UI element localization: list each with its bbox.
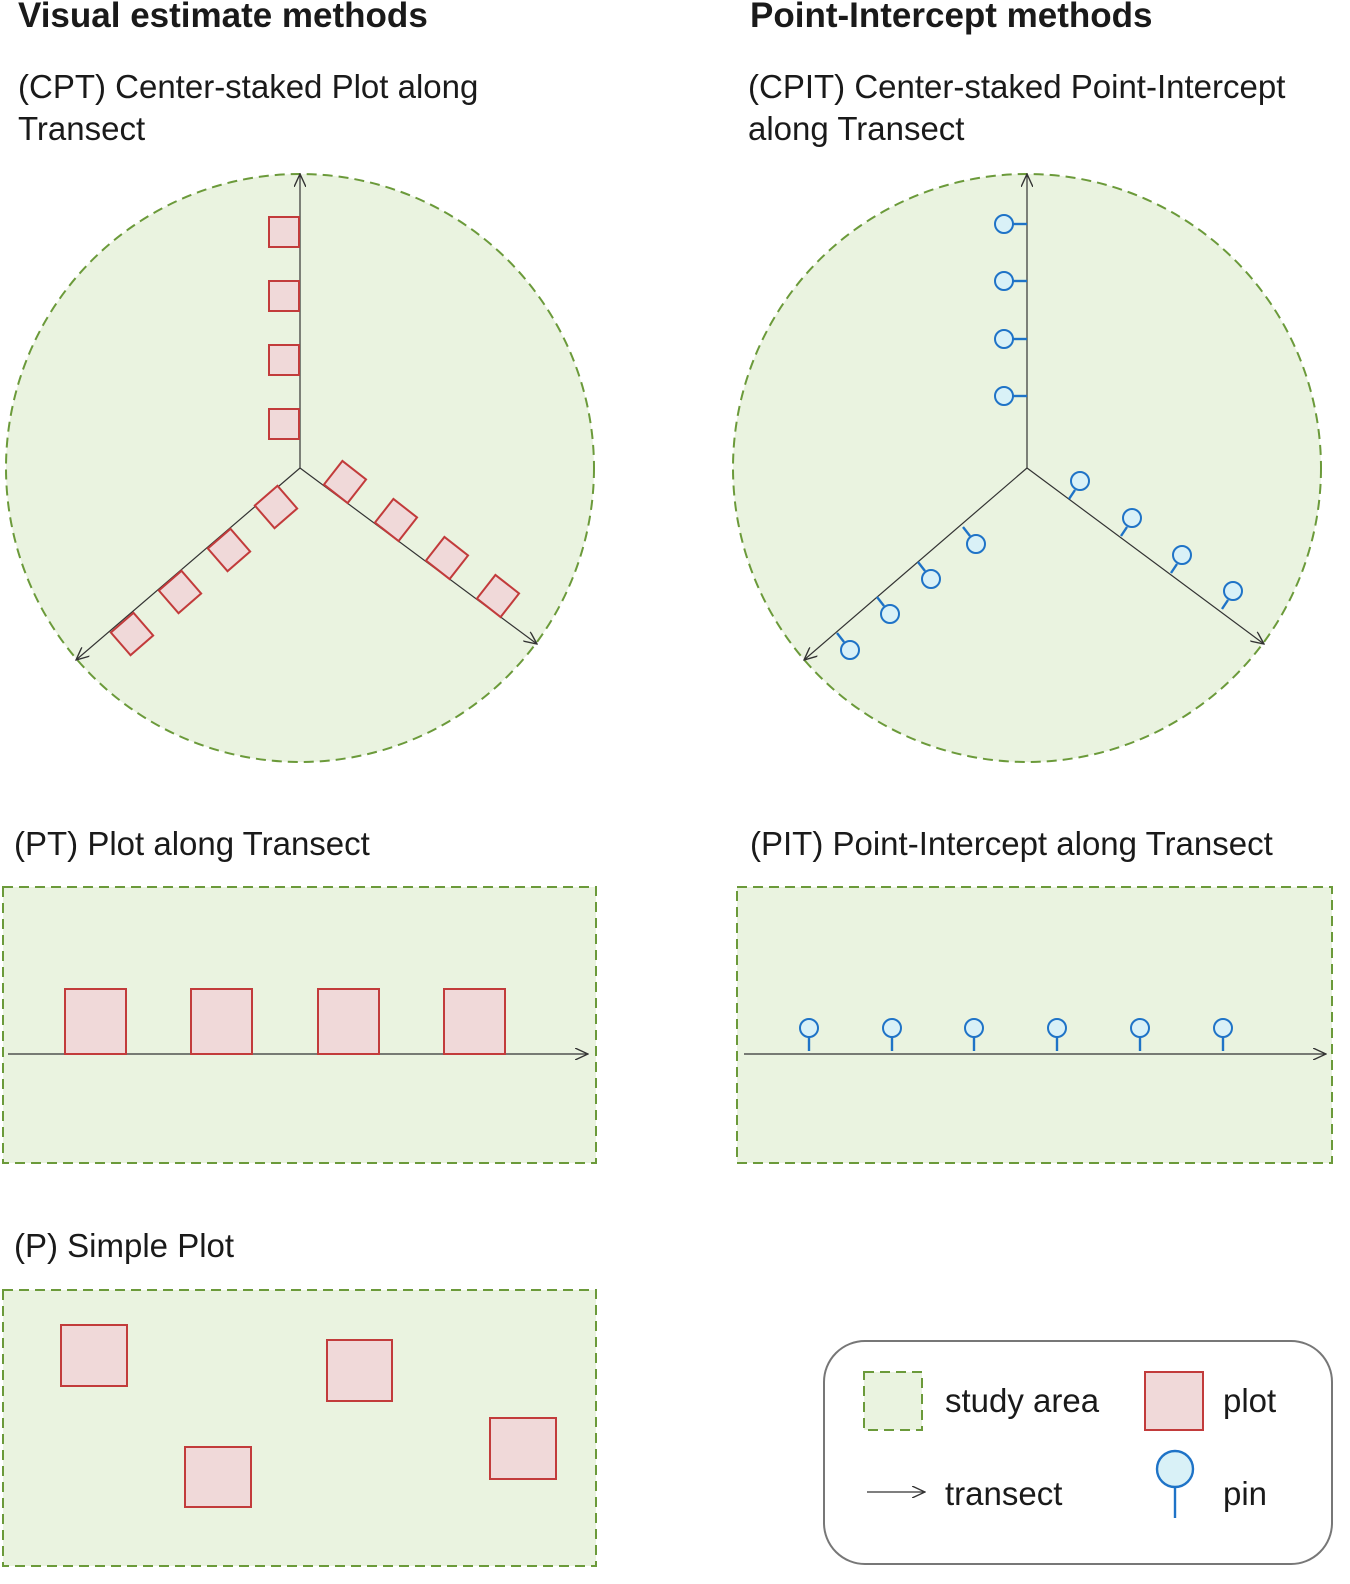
cpit-pin xyxy=(876,596,900,624)
cpit-panel xyxy=(732,173,1322,763)
cpt-panel xyxy=(5,173,595,763)
p-plot xyxy=(326,1339,393,1402)
p-plot xyxy=(184,1446,252,1508)
pt-plot xyxy=(64,988,127,1055)
visual-methods-heading: Visual estimate methods xyxy=(18,0,428,35)
pit-pin xyxy=(882,1018,902,1051)
pit-label: (PIT) Point-Intercept along Transect xyxy=(750,825,1273,862)
cpit-transect-southwest xyxy=(804,467,1028,660)
cpit-pin xyxy=(994,386,1027,406)
cpt-plot xyxy=(268,344,300,376)
cpt-plot xyxy=(322,459,368,505)
cpit-pin xyxy=(1120,508,1142,537)
cpt-plot xyxy=(424,535,470,581)
cpit-pin xyxy=(836,632,860,660)
cpt-plot xyxy=(157,569,203,615)
cpt-plot xyxy=(253,484,299,530)
pin-icon xyxy=(1155,1449,1195,1518)
p-plot xyxy=(489,1417,557,1480)
cpit-transect-southeast xyxy=(1026,467,1264,644)
cpit-pin xyxy=(1170,545,1192,574)
plot-swatch xyxy=(1144,1371,1204,1431)
cpt-plot xyxy=(268,216,300,248)
p-label: (P) Simple Plot xyxy=(14,1227,235,1264)
pt-label: (PT) Plot along Transect xyxy=(14,825,370,862)
cpit-pin xyxy=(994,329,1027,349)
pt-plot xyxy=(443,988,506,1055)
cpt-plot xyxy=(373,497,419,543)
cpt-plot xyxy=(268,280,300,312)
p-panel xyxy=(2,1289,597,1567)
legend-transect-label: transect xyxy=(945,1475,1063,1512)
pt-plot xyxy=(317,988,380,1055)
legend-study-area-label: study area xyxy=(945,1382,1100,1419)
pit-pin xyxy=(1047,1018,1067,1051)
p-plot xyxy=(60,1324,128,1387)
legend-plot-label: plot xyxy=(1223,1382,1277,1419)
cpt-label: (CPT) Center-staked Plot along Transect xyxy=(18,68,479,147)
pit-pin xyxy=(964,1018,984,1051)
legend-pin-label: pin xyxy=(1223,1475,1268,1512)
cpit-pin xyxy=(1068,471,1090,500)
cpit-pin xyxy=(962,526,986,554)
cpt-plot xyxy=(109,611,155,657)
pit-study-area xyxy=(736,886,1333,1164)
legend: study area plot transect pin xyxy=(823,1340,1333,1565)
point-intercept-methods-heading: Point-Intercept methods xyxy=(750,0,1153,35)
cpt-plot xyxy=(206,527,252,573)
cpt-plot xyxy=(475,573,521,619)
pit-panel xyxy=(736,886,1333,1164)
pit-pin xyxy=(1213,1018,1233,1051)
legend-swatches xyxy=(863,1371,1204,1518)
pt-panel xyxy=(2,886,597,1164)
cpit-pin xyxy=(1221,581,1243,610)
pt-plot xyxy=(190,988,253,1055)
study-area-swatch xyxy=(863,1371,923,1431)
cpt-plot xyxy=(268,408,300,440)
cpit-pin xyxy=(994,271,1027,291)
cpit-label: (CPIT) Center-staked Point-Intercept alo… xyxy=(748,68,1286,147)
cpit-pin xyxy=(994,214,1027,234)
pit-pin xyxy=(1130,1018,1150,1051)
pit-pin xyxy=(799,1018,819,1051)
cpit-pin xyxy=(917,561,941,589)
